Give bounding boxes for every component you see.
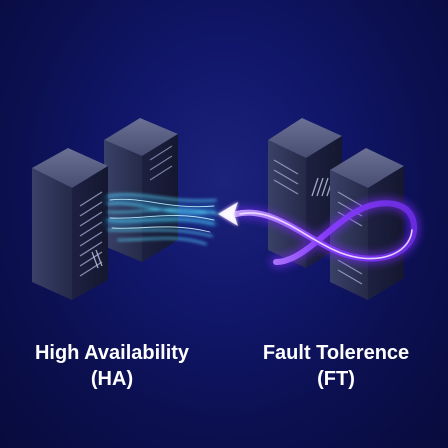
- ha-title: High Availability: [34, 342, 190, 364]
- ha-server-back: [104, 118, 178, 262]
- ha-caption: High Availability (HA): [14, 340, 210, 392]
- ft-title: Fault Tolerence: [262, 342, 410, 364]
- ha-data-streams: [105, 193, 219, 245]
- arrow-left-icon: [218, 202, 238, 226]
- ft-failover-loop: [224, 197, 420, 268]
- ft-caption: Fault Tolerence (FT): [238, 340, 434, 392]
- ha-abbreviation: (HA): [90, 368, 134, 390]
- ft-abbreviation: (FT): [317, 368, 355, 390]
- ha-server-front: [32, 148, 108, 300]
